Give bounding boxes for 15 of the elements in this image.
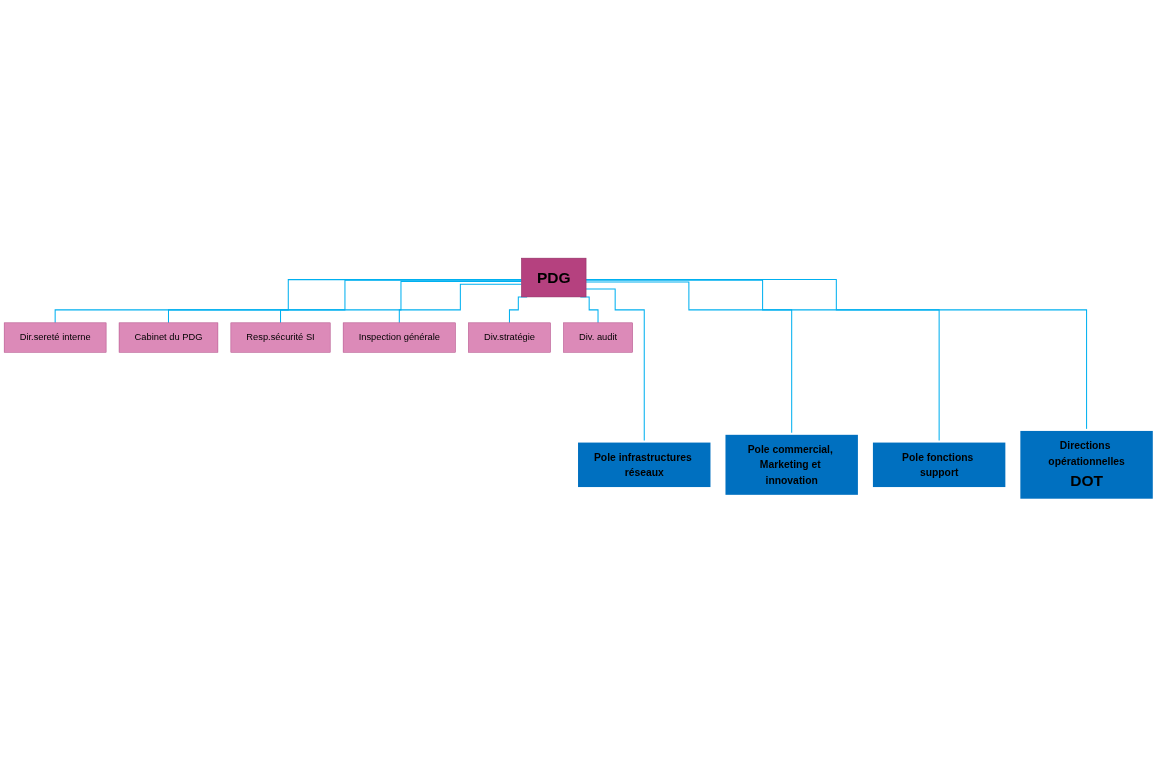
node-box: Pole infrastructures réseaux — [575, 440, 713, 490]
node-box: Pole commercial, Marketing et innovation — [723, 432, 860, 497]
node-box: Directions opérationnelles DOT — [1018, 428, 1155, 501]
node-box: Dir.sereté interne — [3, 322, 107, 353]
connector — [167, 279, 522, 324]
connector — [398, 283, 522, 324]
node-box: Inspection générale — [342, 322, 456, 353]
node-box: Resp.sécurité SI — [230, 322, 331, 353]
node-box: Pole fonctions support — [870, 440, 1008, 490]
connector — [280, 280, 522, 324]
node-box: Div. audit — [563, 322, 633, 353]
connector — [54, 279, 522, 324]
node-box: Cabinet du PDG — [118, 322, 219, 353]
node-box: PDG — [521, 257, 587, 298]
node-box: Div.stratégie — [468, 322, 551, 353]
